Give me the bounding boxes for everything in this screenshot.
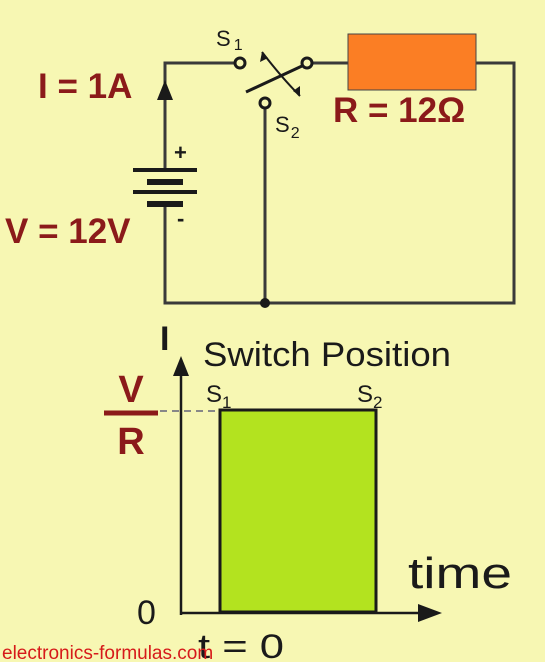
graph-s2-label: S2 bbox=[357, 381, 382, 412]
battery-minus: - bbox=[177, 206, 184, 231]
t0-label: t = 0 bbox=[198, 628, 284, 662]
switch-blade bbox=[245, 64, 303, 94]
s2-terminal bbox=[258, 96, 272, 110]
s1-terminal bbox=[233, 56, 247, 70]
switch-arc-arrow bbox=[261, 51, 301, 97]
y-axis-arrowhead bbox=[173, 356, 189, 376]
current-vs-time-graph: I Switch Position V R S1 S2 0 time t = 0 bbox=[104, 320, 512, 662]
graph-title: Switch Position bbox=[203, 336, 451, 374]
graph-s1-label: S1 bbox=[206, 381, 231, 412]
switch-arc-arrowhead-2 bbox=[293, 86, 300, 96]
switch-arc-arrowhead bbox=[260, 52, 268, 62]
resistor-label: R = 12Ω bbox=[333, 91, 465, 130]
wire-right bbox=[163, 61, 516, 305]
current-label: I = 1A bbox=[38, 67, 132, 106]
battery-symbol bbox=[133, 168, 197, 207]
battery-plus: + bbox=[174, 140, 187, 165]
x-axis-arrowhead bbox=[418, 604, 442, 622]
site-watermark: electronics-formulas.com bbox=[2, 643, 213, 662]
zero-label: 0 bbox=[137, 594, 156, 632]
level-denominator: R bbox=[117, 421, 144, 463]
resistor bbox=[347, 33, 477, 91]
switch-s2-label: S2 bbox=[275, 112, 300, 142]
voltage-label: V = 12V bbox=[5, 212, 131, 251]
common-terminal bbox=[300, 56, 314, 70]
y-axis-label: I bbox=[160, 320, 169, 358]
wire-left-top bbox=[163, 61, 240, 160]
current-pulse bbox=[218, 408, 378, 614]
level-numerator: V bbox=[118, 369, 144, 411]
current-arrow bbox=[157, 80, 173, 100]
time-label: time bbox=[408, 549, 512, 598]
junction-dot bbox=[260, 298, 270, 308]
